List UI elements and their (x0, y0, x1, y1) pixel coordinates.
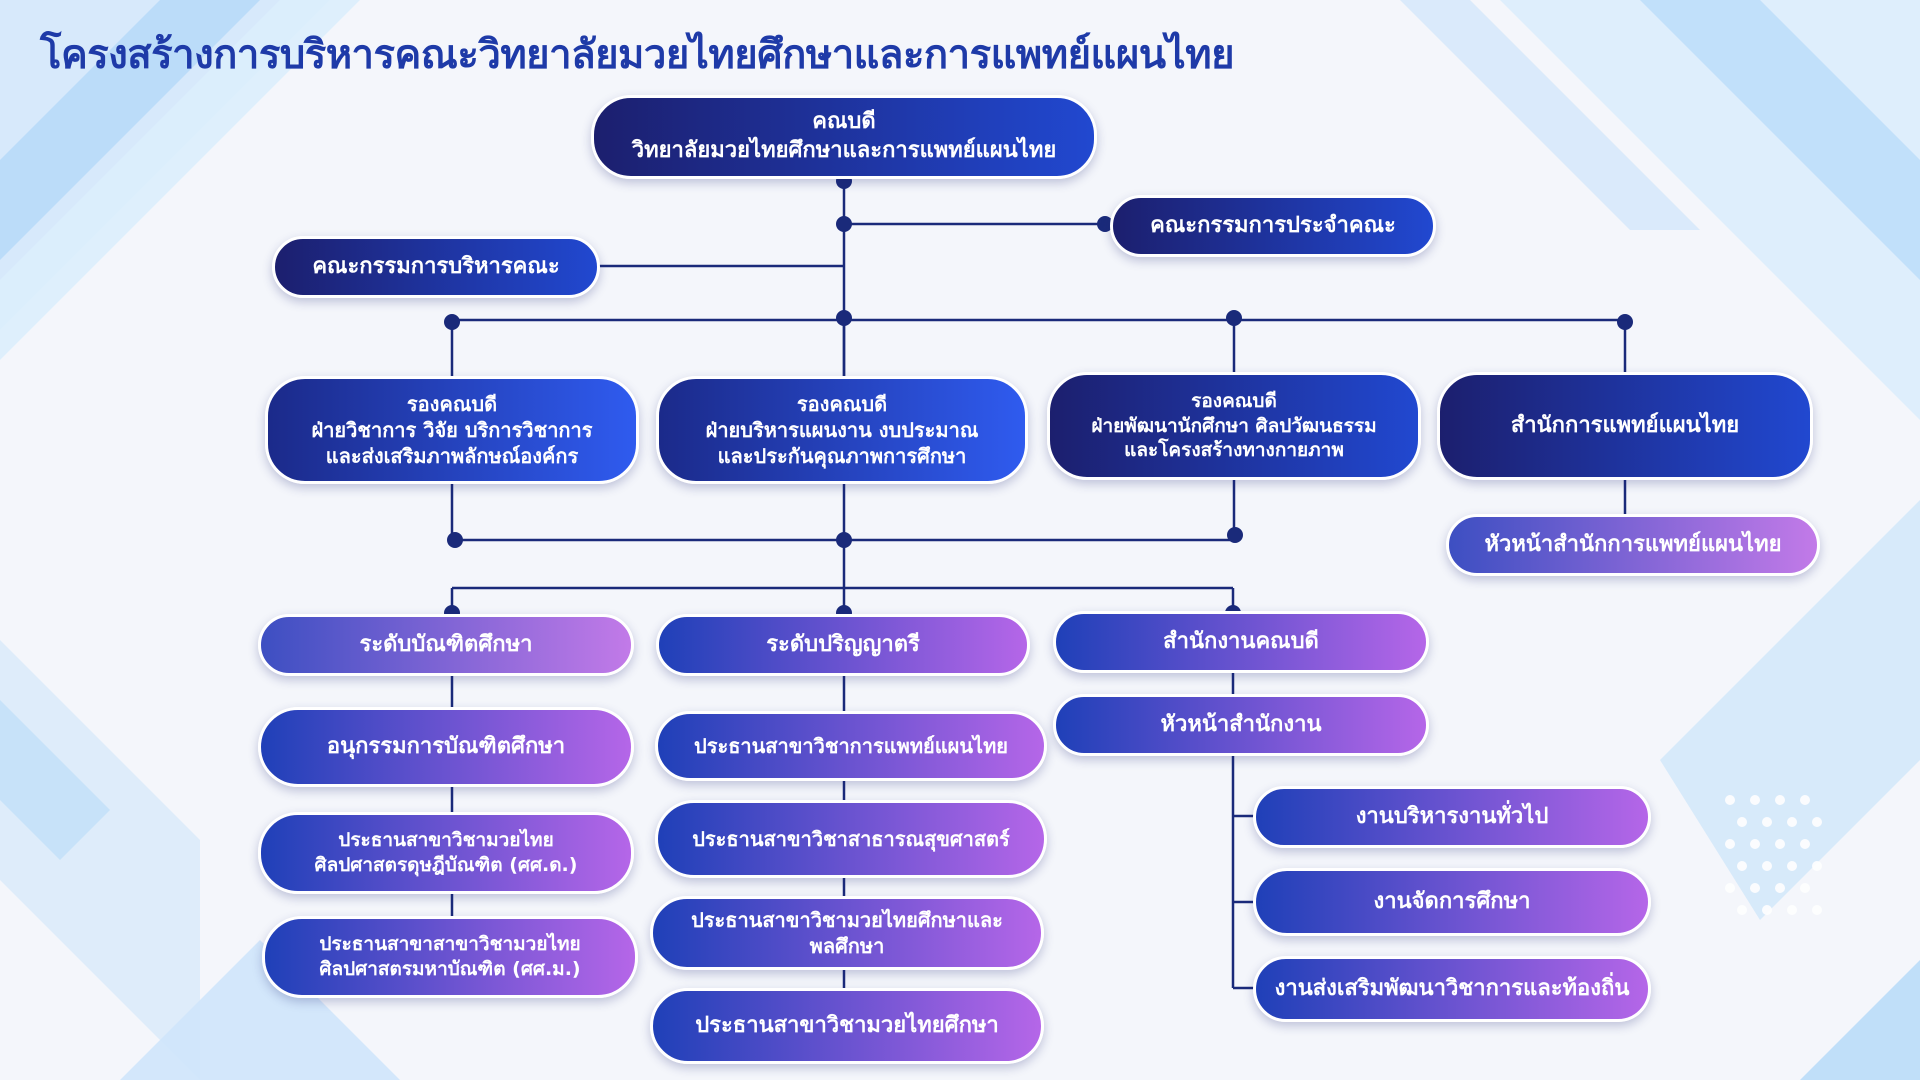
phd-chair-line1: ประธานสาขาวิชามวยไทย (338, 829, 554, 852)
vp-admin-line2: ฝ่ายบริหารแผนงาน งบประมาณ (705, 418, 979, 442)
vp-student-title: รองคณบดี (1191, 389, 1277, 412)
education-mgmt-node: งานจัดการศึกษา (1253, 868, 1651, 936)
vp-student-line2: ฝ่ายพัฒนานักศึกษา ศิลปวัฒนธรรม (1091, 414, 1377, 437)
master-chair-line2: ศิลปศาสตรมหาบัณฑิต (ศศ.ม.) (319, 958, 581, 980)
vp-academic-node: รองคณบดี ฝ่ายวิชาการ วิจัย บริการวิชาการ… (265, 376, 639, 484)
faculty-committee-node: คณะกรรมการประจำคณะ (1110, 195, 1436, 257)
vp-admin-node: รองคณบดี ฝ่ายบริหารแผนงาน งบประมาณ และปร… (656, 376, 1028, 484)
vp-student-line3: และโครงสร้างทางกายภาพ (1124, 439, 1344, 462)
vp-admin-title: รองคณบดี (796, 392, 888, 416)
dean-office-node: สำนักงานคณบดี (1053, 611, 1429, 673)
graduate-committee-node: อนุกรรมการบัณฑิตศึกษา (258, 707, 634, 787)
vp-student-node: รองคณบดี ฝ่ายพัฒนานักศึกษา ศิลปวัฒนธรรม … (1047, 372, 1421, 480)
dean-title: คณบดี (812, 109, 876, 135)
bachelor-level-node: ระดับปริญญาตรี (656, 614, 1030, 676)
chair-public-health-node: ประธานสาขาวิชาสาธารณสุขศาสตร์ (655, 800, 1047, 878)
vp-admin-line3: และประกันคุณภาพการศึกษา (717, 444, 967, 468)
general-admin-node: งานบริหารงานทั่วไป (1253, 786, 1651, 848)
master-chair-line1: ประธานสาขาสาขาวิชามวยไทย (319, 933, 581, 956)
office-head-node: หัวหน้าสำนักงาน (1053, 694, 1429, 756)
dean-node: คณบดี วิทยาลัยมวยไทยศึกษาและการแพทย์แผนไ… (591, 95, 1097, 179)
thai-med-office-node: สำนักการแพทย์แผนไทย (1437, 372, 1813, 480)
chair-muaythai-pe-node: ประธานสาขาวิชามวยไทยศึกษาและ พลศึกษา (650, 896, 1044, 970)
chair-muaythai-pe-line2: พลศึกษา (809, 934, 885, 958)
phd-chair-node: ประธานสาขาวิชามวยไทย ศิลปศาสตรดุษฎีบัณฑิ… (258, 812, 634, 894)
chair-muaythai-node: ประธานสาขาวิชามวยไทยศึกษา (650, 988, 1044, 1064)
thai-med-head-node: หัวหน้าสำนักการแพทย์แผนไทย (1446, 514, 1820, 576)
phd-chair-line2: ศิลปศาสตรดุษฎีบัณฑิต (ศศ.ด.) (314, 854, 578, 876)
admin-committee-node: คณะกรรมการบริหารคณะ (272, 236, 600, 298)
page-title: โครงสร้างการบริหารคณะวิทยาลัยมวยไทยศึกษา… (40, 32, 1235, 78)
dean-unit: วิทยาลัยมวยไทยศึกษาและการแพทย์แผนไทย (631, 138, 1057, 163)
graduate-level-node: ระดับบัณฑิตศึกษา (258, 614, 634, 676)
master-chair-node: ประธานสาขาสาขาวิชามวยไทย ศิลปศาสตรมหาบัณ… (262, 916, 638, 998)
chair-muaythai-pe-line1: ประธานสาขาวิชามวยไทยศึกษาและ (691, 908, 1003, 932)
vp-academic-line3: และส่งเสริมภาพลักษณ์องค์กร (325, 444, 579, 468)
academic-promotion-node: งานส่งเสริมพัฒนาวิชาการและท้องถิ่น (1253, 956, 1651, 1022)
vp-academic-line2: ฝ่ายวิชาการ วิจัย บริการวิชาการ (311, 418, 593, 442)
vp-academic-title: รองคณบดี (406, 392, 498, 416)
chair-thai-med-node: ประธานสาขาวิชาการแพทย์แผนไทย (655, 711, 1047, 781)
